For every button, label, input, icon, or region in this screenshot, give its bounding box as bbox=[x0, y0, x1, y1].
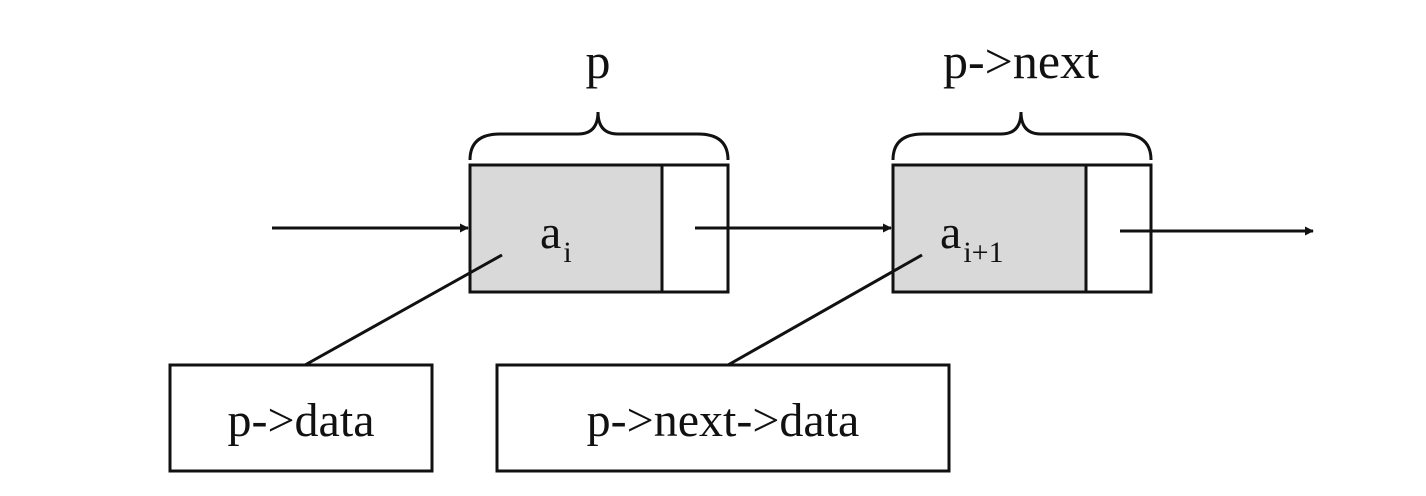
callout-2-leader bbox=[727, 253, 923, 367]
node-1-brace bbox=[468, 111, 730, 161]
callout-1-text: p->data bbox=[228, 394, 375, 447]
callout-1: p->data bbox=[168, 363, 434, 473]
node-1-pointer-label: p bbox=[586, 33, 611, 89]
callout-2: p->next->data bbox=[495, 363, 951, 473]
callout-1-leader bbox=[304, 253, 503, 367]
list-node-1: p ai bbox=[468, 33, 730, 294]
callout-1-box bbox=[168, 363, 434, 473]
node-2-pointer-label: p->next bbox=[943, 33, 1099, 89]
node-2-data-value: ai+1 bbox=[940, 206, 1004, 269]
callout-2-box bbox=[495, 363, 951, 473]
node-2-data-field bbox=[891, 163, 1088, 294]
list-node-2: p->next ai+1 bbox=[891, 33, 1153, 294]
callout-2-text: p->next->data bbox=[587, 394, 860, 447]
node-2-next-field bbox=[1084, 163, 1153, 294]
node-2-brace bbox=[891, 111, 1153, 161]
node-1-data-field bbox=[468, 163, 664, 294]
node-1-data-value: ai bbox=[540, 206, 572, 269]
